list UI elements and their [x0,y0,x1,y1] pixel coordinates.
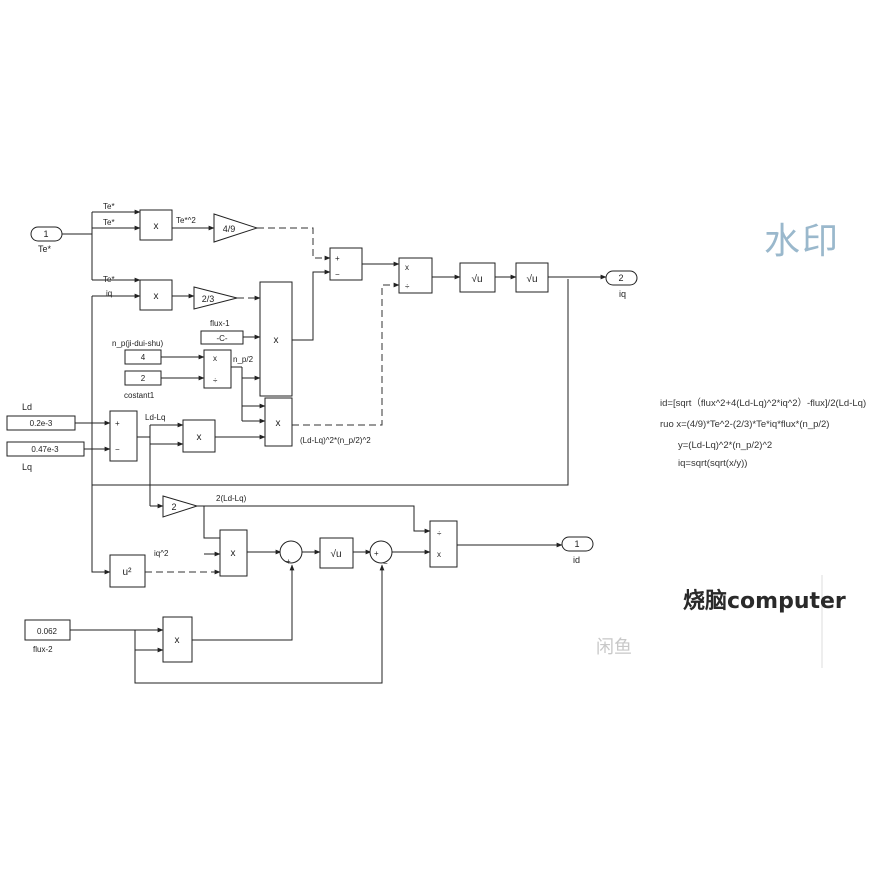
outport-id-number: 1 [574,539,579,549]
product-sign: x [274,335,279,346]
square-iq[interactable]: u² [109,554,146,588]
outport-iq-number: 2 [618,273,623,283]
formula-note-iq: iq=sqrt(sqrt(x/y)) [678,458,748,469]
sum-plus-sign: + [115,419,120,428]
inport-te[interactable]: 1 Te* [30,226,63,254]
square-label: u² [123,567,133,578]
signal-label-te-c: Te* [103,275,115,284]
product-ldlq-squared[interactable]: x [182,419,216,453]
product-sign: x [197,432,202,443]
constant-ld[interactable]: 0.2e-3 [6,415,76,431]
inport-te-number: 1 [43,229,48,239]
watermark-brand: 烧脑computer [683,589,846,614]
signal-label-te-b: Te* [103,218,115,227]
product-sign: x [231,548,236,559]
gain-2[interactable]: 2 [162,495,199,518]
sqrt-block-2[interactable]: √u [515,262,549,293]
signal-label-iq-sq: iq^2 [154,549,169,558]
sqrt-block-3[interactable]: √u [319,537,354,569]
constant-flux1-name: flux-1 [210,319,230,328]
signal-label-ld-lq: Ld-Lq [145,413,165,422]
divide-div-sign: ÷ [437,529,442,538]
signal-label-ldlq-np: (Ld-Lq)^2*(n_p/2)^2 [300,436,371,445]
divide-x-over-y[interactable]: x ÷ [398,257,433,294]
sum-plus-sign: + [286,557,291,566]
product-te-iq[interactable]: x [139,279,173,311]
constant-two-value: 2 [141,374,146,383]
formula-note-y: y=(Ld-Lq)^2*(n_p/2)^2 [678,440,773,451]
divide-div-sign: ÷ [213,376,218,385]
divide-div-sign: ÷ [405,282,410,291]
sum-minus-sign: − [335,270,340,279]
constant-two-name: costant1 [124,391,155,400]
sum-circle-plus[interactable]: + [279,540,303,566]
formula-note-x: ruo x=(4/9)*Te^2-(2/3)*Te*iq*flux*(n_p/2… [660,419,830,430]
gain-2-3[interactable]: 2/3 [193,286,238,310]
watermark-faint: 闲鱼 [596,637,632,658]
outport-id-name: id [573,555,580,565]
product-sign: x [154,221,159,232]
sqrt-label: √u [471,273,482,285]
product-te-squared[interactable]: x [139,209,173,241]
inport-te-name: Te* [38,244,52,254]
constant-flux2-value: 0.062 [37,627,58,636]
sum-ld-minus-lq[interactable]: + − [109,410,138,462]
constant-ld-name: Ld [22,402,32,412]
watermark-top: 水印 [764,221,841,262]
formula-note-id: id=[sqrt（flux^2+4(Ld-Lq)^2*iq^2）-flux]/2… [660,398,867,409]
product-sign: x [154,291,159,302]
outport-iq[interactable]: 2 iq [605,270,638,299]
constant-np[interactable]: 4 [124,349,162,365]
constant-flux2-name: flux-2 [33,645,53,654]
signal-wires [62,209,607,684]
product-y-term[interactable]: x [264,397,293,447]
product-flux-squared[interactable]: x [162,616,193,663]
divide-mul-sign: x [213,354,217,363]
constant-np-name: n_p(ji-dui-shu) [112,339,163,348]
product-sign: x [276,418,281,429]
sum-circle-minus[interactable]: + − [369,540,393,568]
signal-label-two-ldlq: 2(Ld-Lq) [216,494,247,503]
signal-label-np-half: n_p/2 [233,355,254,364]
gain-2-value: 2 [171,502,176,512]
sum-plus-sign: + [335,254,340,263]
signal-label-iq: iq [106,289,112,298]
divide-mul-sign: x [437,550,441,559]
divide-np-half[interactable]: x ÷ [203,349,232,389]
sum-x[interactable]: + − [329,247,363,281]
product-discriminant-term[interactable]: x [219,529,248,577]
constant-flux2[interactable]: 0.062 [24,619,71,641]
sqrt-label: √u [526,273,537,285]
constant-flux1[interactable]: -C- [200,330,244,345]
gain-2-3-value: 2/3 [202,294,215,304]
gain-4-9-value: 4/9 [223,224,236,234]
constant-flux1-value: -C- [216,334,227,343]
divide-mul-sign: x [405,263,409,272]
sum-plus-sign: + [374,549,379,558]
outport-iq-name: iq [619,289,626,299]
product-sign: x [175,635,180,646]
constant-two[interactable]: 2 [124,370,162,386]
gain-4-9[interactable]: 4/9 [213,213,259,243]
sum-minus-sign: − [383,559,388,568]
constant-ld-value: 0.2e-3 [30,419,53,428]
outport-id[interactable]: 1 id [561,536,594,565]
constant-lq[interactable]: 0.47e-3 [6,441,85,457]
constant-np-value: 4 [141,353,146,362]
divide-id[interactable]: ÷ x [429,520,458,568]
constant-lq-value: 0.47e-3 [31,445,59,454]
sqrt-block-1[interactable]: √u [459,262,496,293]
constant-lq-name: Lq [22,462,32,472]
signal-label-te-sq: Te*^2 [176,216,196,225]
sqrt-label: √u [330,548,341,560]
sum-minus-sign: − [115,445,120,454]
signal-label-te-a: Te* [103,202,115,211]
product-x-term[interactable]: x [259,281,293,397]
